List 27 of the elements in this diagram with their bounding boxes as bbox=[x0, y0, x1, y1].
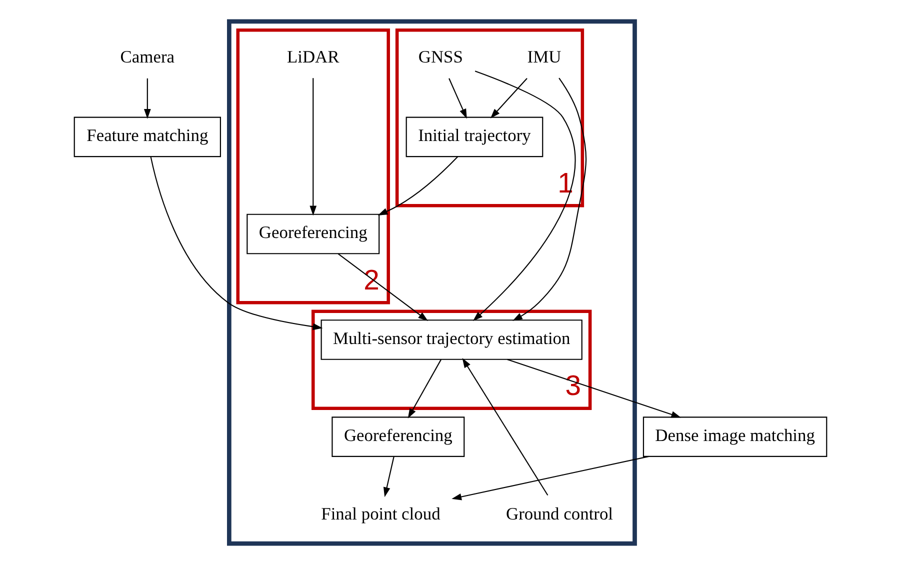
node-text: Camera bbox=[120, 46, 175, 67]
arrow bbox=[507, 358, 682, 418]
node-box: Dense image matching bbox=[642, 416, 828, 457]
arrow bbox=[338, 253, 428, 322]
arrow bbox=[310, 78, 317, 216]
node-text: GNSS bbox=[418, 46, 463, 67]
arrow bbox=[378, 156, 458, 216]
node-box: Georeferencing bbox=[246, 214, 380, 254]
arrow bbox=[512, 78, 587, 321]
node-box: Georeferencing bbox=[332, 416, 465, 457]
node-box: Initial trajectory bbox=[406, 116, 544, 158]
node-text: Final point cloud bbox=[321, 503, 440, 524]
node-text: IMU bbox=[527, 46, 562, 67]
arrow bbox=[383, 456, 394, 498]
node-text: Ground control bbox=[506, 503, 614, 524]
node-text: LiDAR bbox=[286, 46, 340, 67]
arrow bbox=[490, 78, 528, 118]
arrow bbox=[150, 156, 323, 330]
arrow bbox=[472, 70, 576, 321]
arrow bbox=[452, 456, 649, 500]
arrow bbox=[408, 359, 442, 418]
node-box: Multi-sensor trajectory estimation bbox=[320, 320, 582, 360]
cluster bbox=[227, 19, 637, 546]
arrow bbox=[448, 78, 467, 119]
arrow bbox=[462, 358, 548, 496]
node-box: Feature matching bbox=[74, 116, 221, 158]
arrow bbox=[144, 78, 151, 119]
